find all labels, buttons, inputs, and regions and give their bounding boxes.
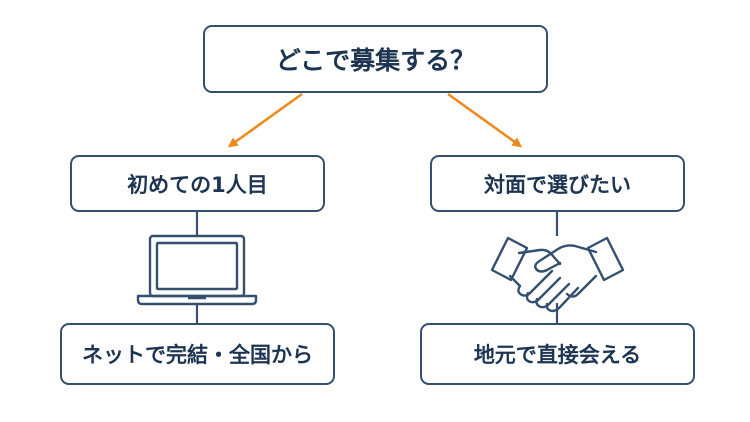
right-branch-box: 対面で選びたい — [430, 155, 685, 212]
right-detail-box: 地元で直接会える — [420, 323, 695, 385]
left-branch-label: 初めての1人目 — [127, 172, 268, 197]
handshake-icon — [490, 236, 625, 313]
laptop-icon — [136, 234, 258, 306]
root-question-text: どこで募集する？ — [275, 46, 476, 75]
arrow-root-to-left — [227, 92, 303, 148]
root-question-box: どこで募集する？ — [203, 25, 548, 93]
arrow-root-to-right — [447, 92, 523, 148]
left-detail-label: ネットで完結・全国から — [82, 343, 313, 367]
right-detail-label: 地元で直接会える — [473, 343, 642, 367]
left-detail-box: ネットで完結・全国から — [60, 323, 335, 385]
left-branch-box: 初めての1人目 — [70, 155, 325, 212]
right-branch-label: 対面で選びたい — [484, 172, 631, 197]
